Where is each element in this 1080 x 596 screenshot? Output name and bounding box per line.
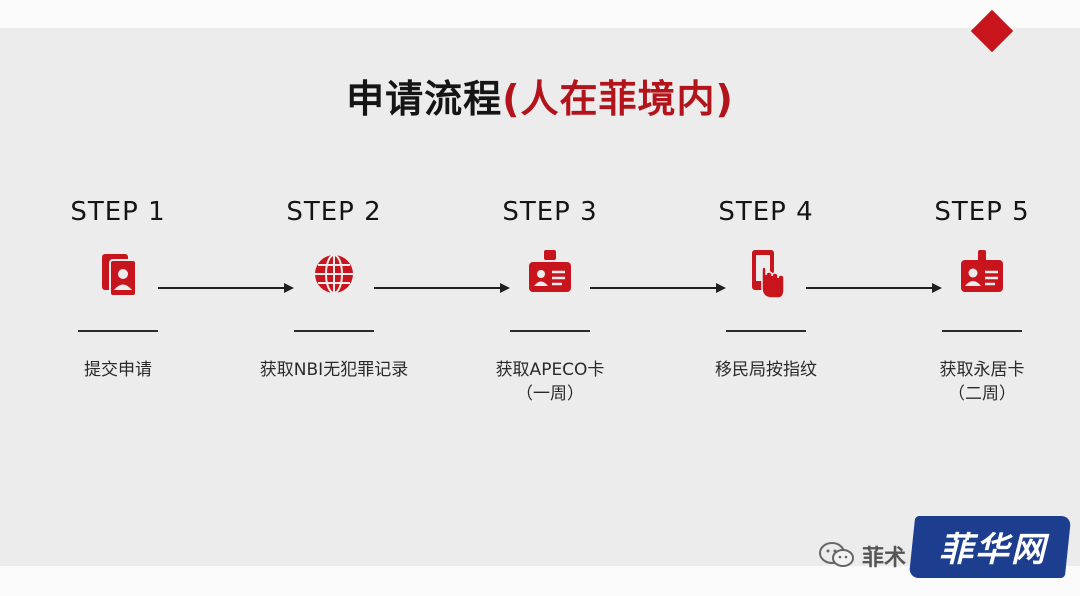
globe-icon <box>315 254 353 294</box>
step-description: 移民局按指纹 <box>715 360 817 380</box>
step-divider <box>726 330 806 332</box>
step-label: STEP 1 <box>70 197 166 227</box>
step-2: STEP 2 获取NBI无犯罪记录 <box>244 190 424 382</box>
title-paren: (人在菲境内) <box>502 77 734 121</box>
step-5: STEP 5 获取永居卡 （二周） <box>892 190 1072 406</box>
site-logo-text: 菲华网 <box>939 530 1047 570</box>
step-1: STEP 1 提交申请 <box>28 190 208 382</box>
step-label: STEP 3 <box>502 197 598 227</box>
bottom-band <box>0 566 1080 596</box>
document-person-icon <box>102 254 137 297</box>
slide <box>0 28 1080 566</box>
step-3: STEP 3 获取APECO卡 （一周） <box>460 190 640 406</box>
page-title: 申请流程(人在菲境内) <box>0 68 1080 123</box>
step-label: STEP 4 <box>718 197 814 227</box>
arrow-2-3 <box>374 283 510 293</box>
title-main: 申请流程 <box>346 77 503 121</box>
step-duration: （一周） <box>516 384 584 404</box>
step-divider <box>78 330 158 332</box>
phone-finger-icon <box>752 250 785 299</box>
step-4: STEP 4 移民局按指纹 <box>676 190 856 382</box>
step-description: 获取永居卡 <box>939 360 1025 380</box>
arrow-3-4 <box>590 283 726 293</box>
step-divider <box>942 330 1022 332</box>
id-card-icon <box>961 250 1003 292</box>
step-divider <box>294 330 374 332</box>
step-label: STEP 5 <box>934 197 1030 227</box>
wechat-account-name: 菲术 <box>862 546 907 571</box>
arrow-1-2 <box>158 283 294 293</box>
step-description: 获取APECO卡 <box>495 360 605 380</box>
top-band <box>0 0 1080 28</box>
wechat-icon <box>819 542 854 567</box>
step-duration: （二周） <box>948 384 1016 404</box>
step-description: 获取NBI无犯罪记录 <box>259 360 409 380</box>
step-description: 提交申请 <box>84 360 152 380</box>
step-label: STEP 2 <box>286 197 382 227</box>
arrow-4-5 <box>806 283 942 293</box>
step-divider <box>510 330 590 332</box>
id-card-badge-icon <box>529 250 571 292</box>
